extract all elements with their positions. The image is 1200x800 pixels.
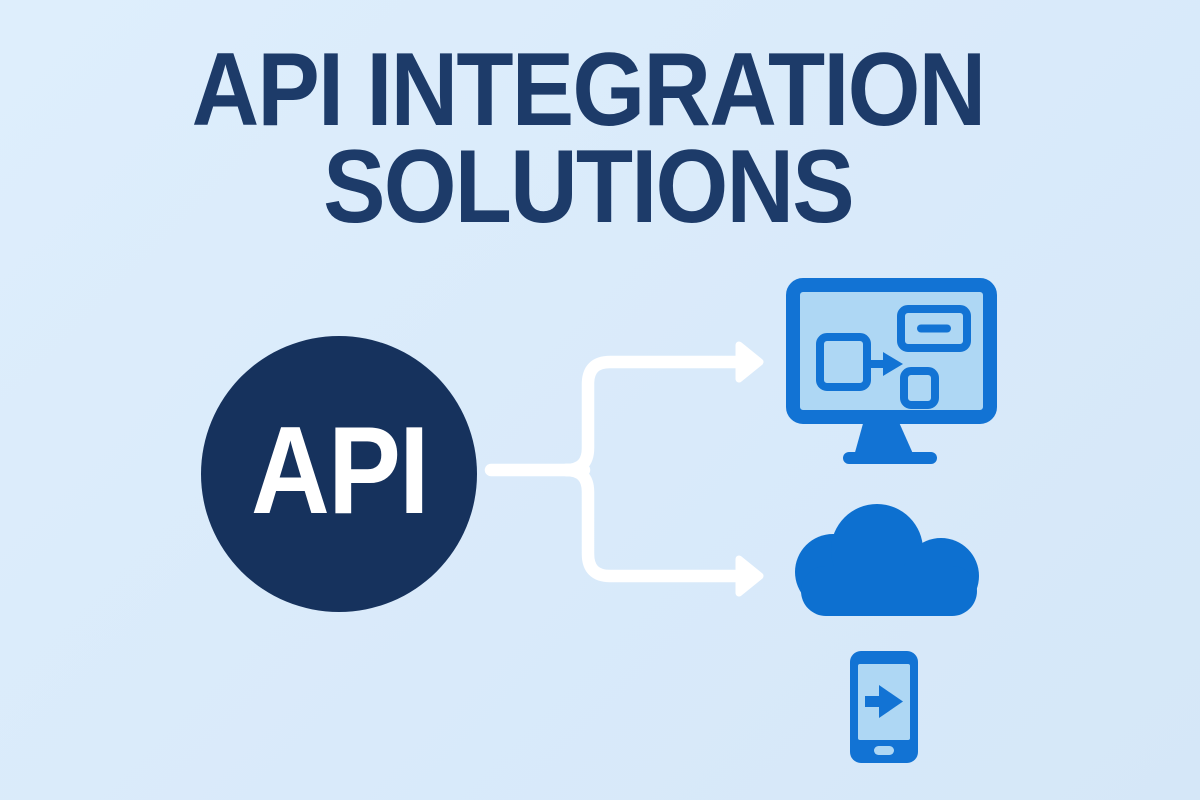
- cloud-bottom: [801, 566, 977, 616]
- connector-upper-branch: [559, 355, 745, 477]
- phone-arrow-head: [879, 685, 903, 718]
- cloud-icon: [795, 504, 979, 616]
- lower-arrowhead-icon: [735, 555, 764, 597]
- monitor-base: [843, 452, 937, 464]
- phone-arrow-shaft: [865, 696, 882, 707]
- workflow-bottom-node: [900, 367, 939, 409]
- monitor-stand: [854, 420, 914, 456]
- title-line-1: API INTEGRATION: [191, 32, 987, 148]
- title-line-2: SOLUTIONS: [323, 129, 855, 245]
- connector-lower-branch: [559, 463, 745, 583]
- api-node: API: [201, 336, 477, 612]
- smartphone-arrow-icon: [850, 651, 918, 763]
- phone-home-button: [874, 746, 894, 755]
- api-node-label: API: [250, 402, 429, 540]
- workflow-left-node: [816, 333, 871, 391]
- upper-arrowhead-icon: [735, 341, 764, 383]
- page-title: API INTEGRATION SOLUTIONS: [48, 32, 1128, 245]
- workflow-arrow-head: [883, 352, 903, 376]
- monitor-workflow-icon: [786, 278, 997, 464]
